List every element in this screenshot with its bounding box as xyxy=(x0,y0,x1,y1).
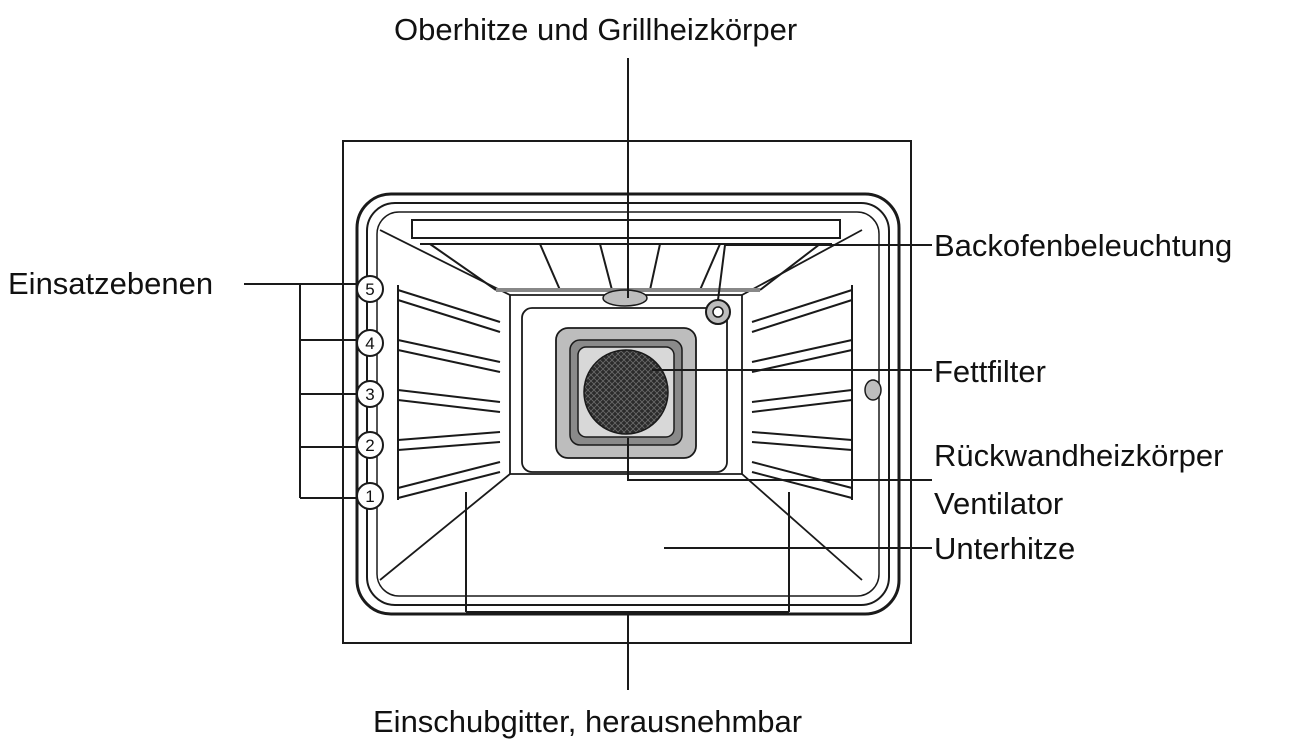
leader-fan xyxy=(627,438,932,481)
label-racks: Einschubgitter, herausnehmbar xyxy=(373,704,803,739)
level-5-circle xyxy=(356,275,384,303)
label-top-heater: Oberhitze und Grillheizkörper xyxy=(394,12,798,47)
oven-light-bulb xyxy=(712,306,724,318)
label-grease-filter: Fettfilter xyxy=(934,354,1046,389)
level-5-label: 5 xyxy=(365,280,374,299)
leader-lines xyxy=(244,58,932,690)
side-pin xyxy=(864,379,882,401)
label-oven-light: Backofenbeleuchtung xyxy=(934,228,1233,263)
level-2-label: 2 xyxy=(365,436,374,455)
level-markers xyxy=(356,275,384,510)
fan-motor-cap xyxy=(602,289,648,307)
level-1-circle xyxy=(356,482,384,510)
label-rear-heater: Rückwandheizkörper xyxy=(934,438,1224,473)
right-shelf-rails xyxy=(751,285,853,500)
level-1-label: 1 xyxy=(365,487,374,506)
level-4-circle xyxy=(356,329,384,357)
left-shelf-rails xyxy=(397,285,501,500)
label-bottom-heat: Unterhitze xyxy=(934,531,1076,566)
fan-filter-mesh xyxy=(583,349,669,435)
level-4-label: 4 xyxy=(365,334,374,353)
level-2-circle xyxy=(356,431,384,459)
label-levels: Einsatzebenen xyxy=(8,266,214,301)
label-fan: Ventilator xyxy=(934,486,1064,521)
leader-light xyxy=(717,244,932,301)
level-3-label: 3 xyxy=(365,385,374,404)
top-grill-heater xyxy=(411,219,841,292)
